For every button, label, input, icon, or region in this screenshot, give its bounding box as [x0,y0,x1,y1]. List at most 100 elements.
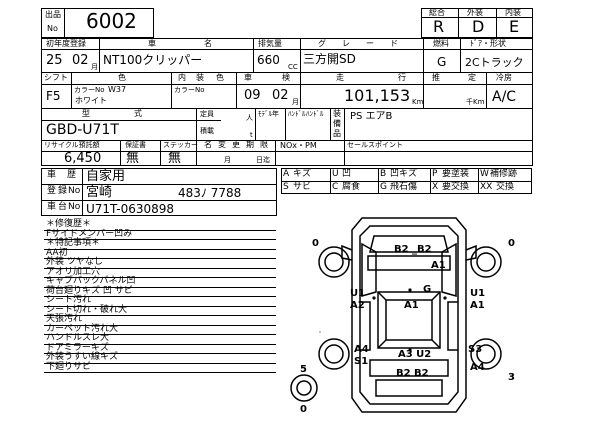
mark-a4-right: A4 [470,362,485,373]
color-no-label: カラーNo [74,86,105,94]
mark-b2-top: B2 _B2 [394,244,432,255]
label-name: 名 [204,39,212,48]
model-name: NT100クリッパー [103,53,203,67]
history: 自家用 [86,169,126,184]
note-line-text: シート切れ・破れ大 [46,304,128,315]
label-int-2: 装 [196,73,204,82]
warranty: 無 [126,151,140,166]
mark-num5: 5 [300,364,307,375]
note-rule [44,267,276,269]
estimate-unit: 千Km [466,98,485,106]
legend-code: X [432,182,439,192]
note-rule [44,296,276,297]
lot-label-bottom: No [47,24,58,33]
label-grade-1: グ [318,39,326,48]
grade: 三方開SD [303,52,356,66]
legend-label: 交換 [496,182,515,192]
mileage: 101,153 [344,86,411,105]
note-rule [44,258,276,259]
label-model-2: 式 [134,109,142,118]
label-history-1: 車 [47,170,57,180]
label-name-change-4: 期 [246,140,254,149]
interior-color-no-label: カラーNo [174,86,205,94]
label-displacement: 排気量 [258,39,282,48]
note-rule [44,229,276,231]
note-line-text: シート汚れ [46,295,92,305]
cc-unit: CC [288,63,298,71]
label-reg-2: 録 [58,186,68,196]
change-day-unit: 日迄 [256,156,270,164]
mark-num3: 3 [508,372,515,383]
label-person-unit: 人 [246,114,253,122]
registration-box [41,168,277,216]
label-reg-1: 登 [47,186,57,196]
label-mileage-1: 走 [336,73,344,82]
note-rule [44,277,276,278]
displacement: 660 [257,53,280,67]
label-equip-2: 備 [333,119,341,128]
note-line-text: 下廻りサビ [46,361,92,372]
air-conditioner: A/C [492,89,517,105]
lot-label-top: 出品 [45,10,61,19]
note-rule [44,334,276,335]
note-line-text: ＊修復歴＊ [46,219,92,229]
inspection-year: 09 [244,88,261,103]
inspection-month-unit: 月 [292,98,299,106]
legend-label: 飛石傷 [390,182,418,192]
legend-label: 要交換 [442,182,470,192]
note-rule [44,362,276,364]
color-no: W37 [108,85,127,94]
label-name-change-1: 名 [204,140,212,149]
label-estimate-2: 定 [468,73,476,82]
label-first-reg: 初年度登録 [46,39,86,48]
note-rule [44,353,276,354]
legend-code: B [380,169,387,179]
note-rule [44,324,276,326]
lot-number: 6002 [86,9,137,33]
legend-code: S [283,182,289,192]
mark-a2-left: A2 [350,300,365,311]
rating-box [421,8,533,38]
note-line-text: カーペット汚れ大 [46,323,119,334]
label-int-3: 色 [216,73,224,82]
mark-a1-center: A1 [404,300,419,311]
label-name-change-2: 変 [218,140,226,149]
recycle-amount: 6,450 [64,151,102,166]
legend-label: 要塗装 [442,169,470,179]
label-name-change-3: 更 [232,140,240,149]
label-model-1: 型 [82,109,90,118]
label-grade-3: ー [366,39,374,48]
legend-label: 補修跡 [490,169,518,179]
legend-code: XX [480,182,493,192]
info-grid [41,38,533,166]
note-line-text: 荷台廻りキズ 凹 サビ [46,285,133,296]
label-inspect-2: 検 [282,73,290,82]
mark-s1-left: S1 [354,356,368,367]
mark-tire-fl: 0 [312,238,319,249]
label-estimate-1: 推 [432,73,440,82]
label-recycle: リサイクル預託額 [44,141,100,149]
note-rule [44,372,276,373]
change-month-unit: 月 [224,156,231,164]
note-line-text: 天張汚れ [46,314,83,324]
mark-s3-right: S3 [468,344,482,355]
inspection-month: 02 [272,88,289,103]
note-line-text: ドアミラーキズ [46,342,109,353]
sticker: 無 [168,151,182,166]
note-rule [44,248,276,250]
rating-exterior: D [472,17,485,36]
label-warranty: 保証書 [125,141,146,149]
label-reg-no: No [68,186,81,196]
label-int-1: 内 [178,73,186,82]
label-model-year: ﾓﾃﾞﾙ年 [258,110,279,118]
label-car: 車 [148,39,156,48]
note-rule [44,305,276,307]
label-handle-1: ﾊﾝﾄﾞﾙ [288,110,306,118]
label-grade-4: ド [390,39,398,48]
legend-label: サビ [293,182,312,192]
label-name-change-5: 限 [260,140,268,149]
label-shift: シフト [44,73,68,82]
note-line-text: Fサイドメンバー凹み [46,228,133,239]
label-sales-point: セールスポイント [347,141,403,149]
first-reg-year: 25 [46,53,63,68]
